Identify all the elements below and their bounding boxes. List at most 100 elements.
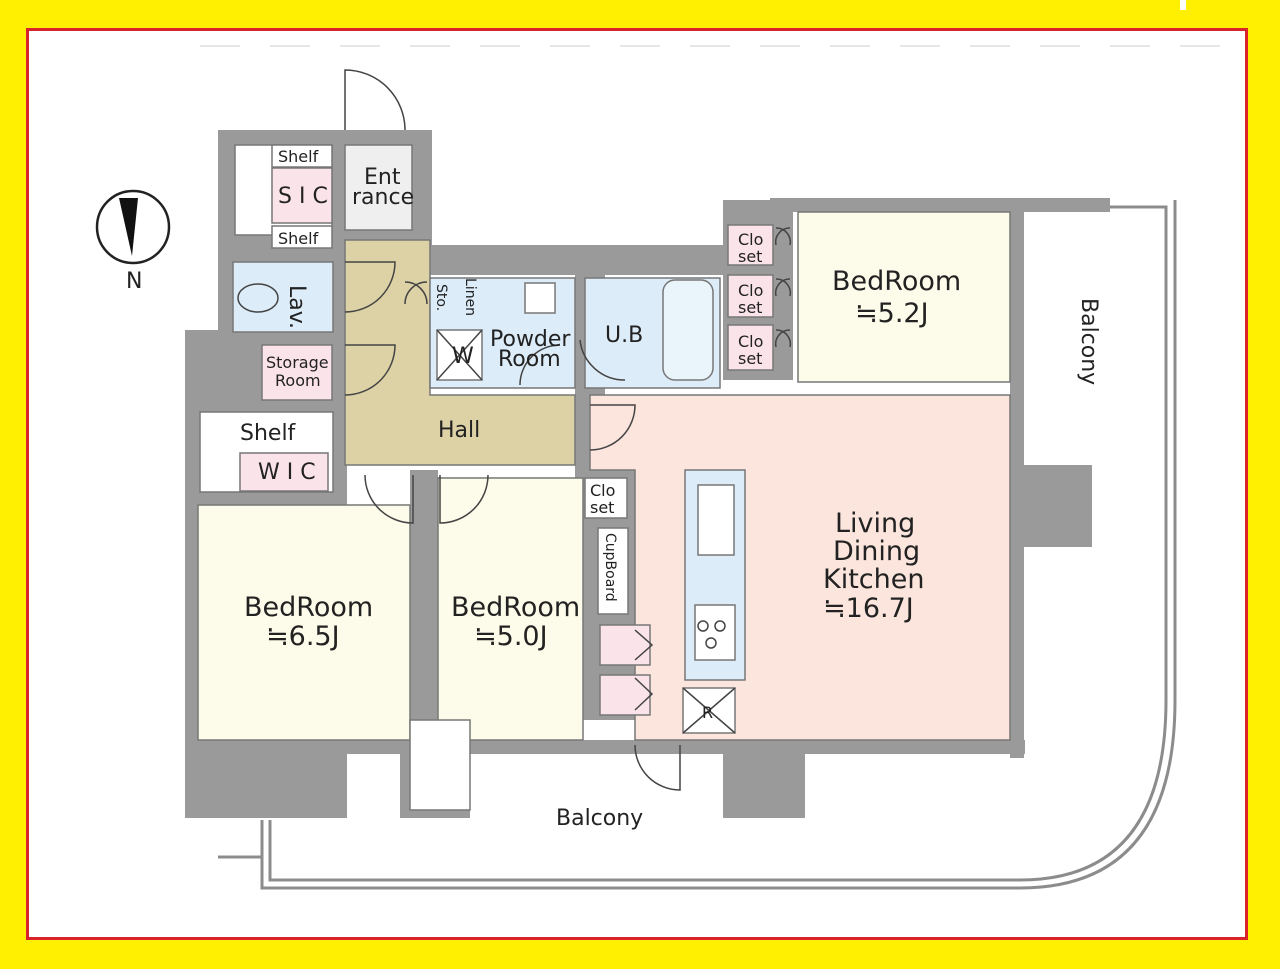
washer-cross (436, 329, 483, 381)
closet-2 (727, 274, 774, 318)
label-cupboard: CupBoard (602, 533, 618, 602)
label-balcony-east: Balcony (1076, 298, 1101, 385)
closet-1-door (774, 227, 792, 246)
label-ldk-1: Living (835, 508, 915, 539)
outdoor-unit (409, 719, 471, 811)
label-bedroom-center-name: BedRoom (451, 592, 580, 623)
closet-3 (727, 324, 774, 371)
closet-3-door (774, 329, 792, 348)
wic-box (239, 452, 329, 492)
label-entrance-1: Ent (364, 165, 401, 190)
north-compass: N (95, 189, 171, 294)
shelf-top (271, 144, 333, 168)
burner-1 (697, 620, 709, 632)
label-powder-2: Room (498, 347, 561, 372)
label-closet-1b: set (738, 247, 762, 266)
label-washer: W (452, 344, 474, 369)
compass-north-label: N (126, 269, 142, 294)
label-linen: Linen (462, 278, 478, 316)
label-closet-2b: set (738, 298, 762, 317)
label-balcony-south: Balcony (556, 806, 643, 831)
wall-bedroom-divider (410, 470, 438, 745)
storage-unit-1 (599, 624, 651, 666)
bedroom-center (437, 477, 584, 741)
label-wic: W I C (258, 460, 316, 485)
bedroom-ne (797, 211, 1011, 383)
sto-door (404, 281, 428, 305)
toilet (237, 283, 279, 313)
entrance-area (344, 144, 413, 231)
ldk-door (589, 404, 636, 451)
labels: Shelf S I C Shelf Ent rance Lav. Storage… (240, 147, 1101, 831)
sic-box (271, 167, 333, 224)
label-bedroom-west-size: ≒6.5J (266, 621, 340, 652)
bedroom-west-door (364, 474, 414, 524)
kitchen-sink (697, 484, 735, 556)
wall-south (185, 740, 1025, 754)
label-closet-3a: Clo (738, 332, 763, 351)
label-storage-1: Storage (266, 353, 329, 372)
corner-mark (1180, 0, 1186, 10)
label-closet-1a: Clo (738, 230, 763, 249)
entrance-door (344, 69, 406, 131)
balcony-rail-inner (268, 205, 1168, 882)
burner-3 (705, 637, 717, 649)
label-ub: U.B (605, 323, 643, 348)
label-closet-4a: Clo (590, 481, 615, 500)
compass-circle (95, 189, 171, 265)
powder-door (519, 344, 561, 386)
closet-1 (727, 224, 774, 266)
label-lav: Lav. (284, 285, 309, 329)
lav-door (344, 261, 396, 313)
rooms (197, 144, 1011, 811)
balcony-door (634, 744, 681, 791)
label-bedroom-ne-size: ≒5.2J (855, 298, 929, 329)
label-entrance-2: rance (352, 185, 414, 210)
fixtures (237, 69, 792, 791)
label-bedroom-west-name: BedRoom (244, 592, 373, 623)
label-bedroom-ne-name: BedRoom (832, 266, 961, 297)
storage-room (261, 344, 333, 401)
kitchen-stove (694, 604, 736, 661)
wall-se-column (723, 740, 805, 818)
label-ldk-3: Kitchen (823, 564, 924, 595)
burner-2 (714, 620, 726, 632)
label-ldk-size: ≒16.7J (823, 593, 914, 624)
storage-door (344, 344, 396, 396)
balcony-outline (218, 200, 1177, 890)
bath-door (579, 339, 626, 381)
hall-area (344, 239, 576, 466)
label-closet-2a: Clo (738, 281, 763, 300)
label-shelf-bottom: Shelf (278, 229, 319, 248)
bedroom-west (197, 504, 411, 741)
label-closet-3b: set (738, 349, 762, 368)
wall-east-column (1010, 465, 1092, 547)
label-bedroom-center-size: ≒5.0J (474, 621, 548, 652)
lavatory (232, 261, 334, 333)
bedroom-center-door (439, 474, 489, 524)
shelf-bottom (271, 225, 333, 249)
label-powder-1: Powder (490, 327, 571, 352)
label-ldk-2: Dining (833, 536, 920, 567)
label-shelf-wic: Shelf (240, 421, 297, 446)
label-shelf-top: Shelf (278, 147, 319, 166)
bathtub (662, 279, 714, 381)
fridge-cross (682, 687, 736, 734)
balcony-rail-outer (260, 200, 1177, 890)
closet-2-door (774, 278, 792, 297)
label-sic: S I C (278, 184, 328, 209)
label-closet-4b: set (590, 498, 614, 517)
label-storage-2: Room (275, 371, 321, 390)
compass-needle (119, 198, 138, 256)
powder-sink (524, 282, 556, 314)
closet-4 (584, 477, 628, 519)
storage-unit-2 (599, 674, 651, 716)
label-fridge: R (702, 703, 713, 722)
cupboard (597, 527, 629, 615)
label-sto: Sto. (433, 284, 449, 311)
label-hall: Hall (438, 418, 480, 443)
ldk-area (589, 394, 1011, 741)
wall-north-east (770, 198, 1110, 212)
